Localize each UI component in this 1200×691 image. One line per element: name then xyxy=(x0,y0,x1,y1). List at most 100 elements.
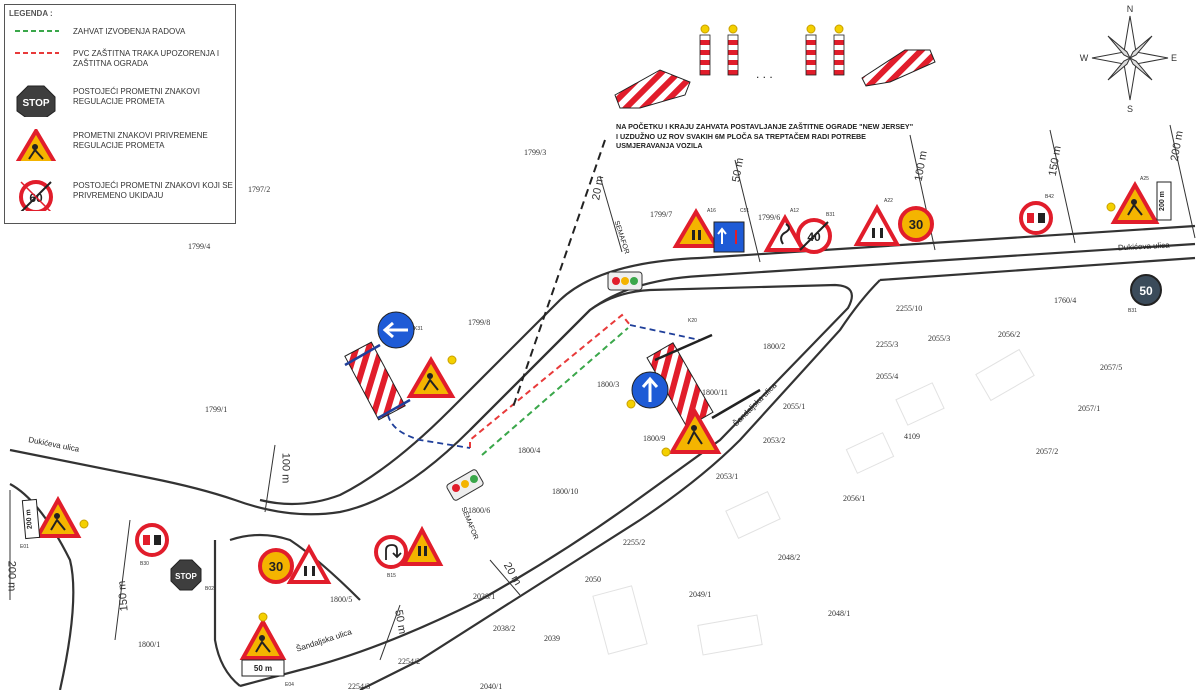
work-zone-triangle-icon xyxy=(15,129,57,161)
work-zone-sign-top-right xyxy=(1106,180,1172,224)
speed-30-bottom-text: 30 xyxy=(269,559,283,574)
parcel-number: 1800/5 xyxy=(330,595,353,604)
green-dashed-line-icon xyxy=(15,30,59,32)
parcel-number: 2255/10 xyxy=(896,304,923,313)
compass-n: N xyxy=(1127,4,1134,14)
parcel-number: 1799/1 xyxy=(205,405,228,414)
compass-rose xyxy=(1091,15,1169,101)
sign-code-e04: E04 xyxy=(285,682,294,688)
speed-limit-40-cancelled xyxy=(796,218,832,254)
parcel-number: 2048/2 xyxy=(778,553,801,562)
parcel-number: 2255/3 xyxy=(876,340,899,349)
sign-code-k31: K31 xyxy=(414,326,423,332)
no-overtaking-sign-left xyxy=(135,523,169,557)
no-overtaking-sign xyxy=(1019,201,1053,235)
legend-text-existing-signs: POSTOJEĆI PROMETNI ZNAKOVI REGULACIJE PR… xyxy=(73,87,200,106)
parcel-number: 2038/1 xyxy=(473,592,496,601)
parcel-number: 2255/2 xyxy=(623,538,646,547)
work-zone-sign-center xyxy=(661,407,722,457)
stop-sign-map xyxy=(170,559,202,591)
parcel-number: 1800/9 xyxy=(643,434,666,443)
parcel-number: 2056/2 xyxy=(998,330,1021,339)
parcel-number: 2053/1 xyxy=(716,472,739,481)
parcel-number: 1800/11 xyxy=(702,388,728,397)
parcel-number: 2053/2 xyxy=(763,436,786,445)
parcel-number: 1800/1 xyxy=(138,640,161,649)
legend-title: LEGENDA : xyxy=(9,9,53,18)
parcel-number: 2055/3 xyxy=(928,334,951,343)
parcel-number: 2040/1 xyxy=(480,682,503,691)
legend-item-temporary-signs: PROMETNI ZNAKOVI PRIVREMENE REGULACIJE P… xyxy=(15,129,230,161)
distance-200m-left: 200 m xyxy=(5,560,18,592)
sign-code-a22: A22 xyxy=(884,198,893,204)
parcel-number: 1800/10 xyxy=(552,487,579,496)
building-footprints xyxy=(592,348,1035,656)
traffic-light-lower xyxy=(446,469,484,501)
sign-code-k20: K20 xyxy=(688,318,697,324)
parcel-number: 2039 xyxy=(544,634,560,643)
new-jersey-barrier-right xyxy=(861,49,936,87)
no-u-turn-sign xyxy=(374,535,408,569)
new-jersey-barrier-left xyxy=(614,69,691,109)
sign-code-a25: A25 xyxy=(1140,176,1149,182)
legend-panel: LEGENDA : ZAHVAT IZVOĐENJA RADOVA PVC ZA… xyxy=(4,4,236,224)
legend-item-barrier: PVC ZAŠTITNA TRAKA UPOZORENJA I ZAŠTITNA… xyxy=(15,47,230,77)
speed-50-text: 50 xyxy=(1139,284,1153,298)
blue-priority-sign xyxy=(713,221,745,253)
parcel-number: 2056/1 xyxy=(843,494,866,503)
parcel-number: 1799/7 xyxy=(650,210,673,219)
compass-e: E xyxy=(1171,53,1177,63)
parcel-number: 1799/3 xyxy=(524,148,547,157)
new-jersey-note: NA POČETKU I KRAJU ZAHVATA POSTAVLJANJE … xyxy=(616,122,914,150)
warning-triangle-a16-bottom xyxy=(400,525,444,566)
sign-code-labels: A16 C51 A12 B31 A22 B42 A25 K31 K20 B31 … xyxy=(20,176,1149,688)
legend-text-work-zone: ZAHVAT IZVOĐENJA RADOVA xyxy=(73,27,186,36)
legend-item-work-zone: ZAHVAT IZVOĐENJA RADOVA xyxy=(15,25,230,55)
sign-code-a12: A12 xyxy=(790,208,799,214)
legend-stop-text: STOP xyxy=(22,98,49,109)
sign-code-b31: B31 xyxy=(826,212,835,218)
work-zone-sign-left xyxy=(406,355,457,398)
legend-text-temporary-signs: PROMETNI ZNAKOVI PRIVREMENE REGULACIJE P… xyxy=(73,131,208,150)
parcel-number: 1800/2 xyxy=(763,342,786,351)
distance-100m-left: 100 m xyxy=(279,452,292,484)
parcel-number: 1800/6 xyxy=(468,506,491,515)
parcel-number: 2254/3 xyxy=(348,682,371,691)
work-zone-sign-far-left xyxy=(21,495,89,540)
legend-text-cancelled-signs: POSTOJEĆI PROMETNI ZNAKOVI KOJI SE PRIVR… xyxy=(73,181,233,200)
compass-s: S xyxy=(1127,104,1133,114)
parcel-number: 1799/6 xyxy=(758,213,781,222)
speed-30-top-text: 30 xyxy=(909,217,923,232)
mandatory-direction-sign-right xyxy=(626,371,669,409)
warning-posts xyxy=(699,24,845,76)
traffic-light-upper xyxy=(607,271,643,291)
speed-limit-50-sign xyxy=(1130,274,1162,306)
parcel-number: 2048/1 xyxy=(828,609,851,618)
warning-triangle-bottom xyxy=(286,543,332,584)
parcel-number: 1760/4 xyxy=(1054,296,1077,305)
work-zone-line xyxy=(481,327,629,456)
barrier-tape-line xyxy=(469,313,631,448)
parcel-number: 1797/2 xyxy=(248,185,271,194)
warning-triangle-a12 xyxy=(763,213,807,252)
parcel-number: 1799/8 xyxy=(468,318,491,327)
compass-w: W xyxy=(1080,53,1089,63)
parcel-number: 2049/1 xyxy=(689,590,712,599)
fence-barrier-left xyxy=(344,341,411,421)
work-zone-sign-bottom xyxy=(239,612,287,677)
legend-item-existing-signs: STOP POSTOJEĆI PROMETNI ZNAKOVI REGULACI… xyxy=(15,85,230,117)
leader-line xyxy=(511,139,606,411)
red-dashed-line-icon xyxy=(15,52,59,54)
parcel-number: 2050 xyxy=(585,575,601,584)
sign-code-e01: E01 xyxy=(20,544,29,550)
compass-letters: N S E W xyxy=(1080,4,1177,114)
plate-50-text: 50 m xyxy=(254,664,272,673)
plate-200-right-text: 200 m xyxy=(1159,191,1166,211)
sign-code-c51: C51 xyxy=(740,208,749,214)
parcel-number: 2057/5 xyxy=(1100,363,1123,372)
parcel-number: 2038/2 xyxy=(493,624,516,633)
speed-limit-30-bottom xyxy=(258,548,294,584)
speed-limit-30-top xyxy=(898,206,934,242)
sign-code-b15: B15 xyxy=(387,573,396,579)
